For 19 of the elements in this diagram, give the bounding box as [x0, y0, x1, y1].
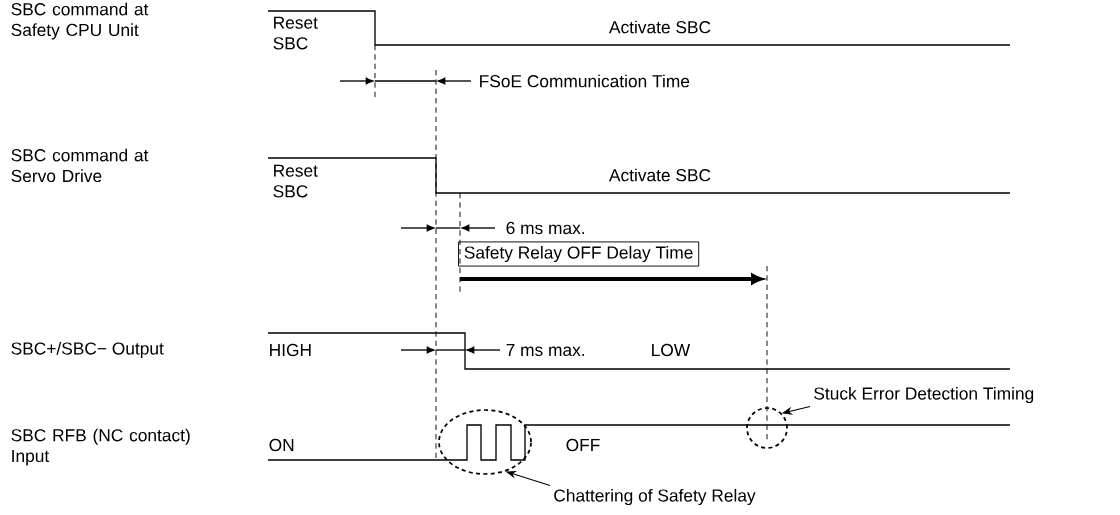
state-label: Reset SBC — [273, 16, 318, 50]
state-label: OFF — [566, 438, 600, 452]
callout-text: Chattering of Safety Relay — [554, 488, 756, 506]
callout-text: Stuck Error Detection Timing — [814, 386, 1034, 404]
signal-name: SBC command at Servo Drive — [11, 148, 149, 183]
signal-name: SBC+/SBC− Output — [11, 341, 164, 359]
dimension-label: FSoE Communication Time — [480, 74, 690, 88]
delay-time-box: Safety Relay OFF Delay Time — [458, 241, 700, 267]
state-label: HIGH — [270, 343, 311, 357]
state-label: ON — [269, 438, 294, 452]
dashed-circle — [746, 407, 788, 449]
state-label: LOW — [652, 343, 691, 357]
dashed-ellipse — [438, 409, 532, 475]
signal-name: SBC RFB (NC contact) Input — [11, 428, 190, 466]
dimension-label: 7 ms max. — [506, 343, 584, 357]
signal-name: SBC command at Safety CPU Unit — [11, 2, 149, 40]
state-label: Activate SBC — [609, 168, 711, 182]
state-label: Activate SBC — [609, 20, 711, 34]
state-label: Reset SBC — [273, 164, 318, 198]
